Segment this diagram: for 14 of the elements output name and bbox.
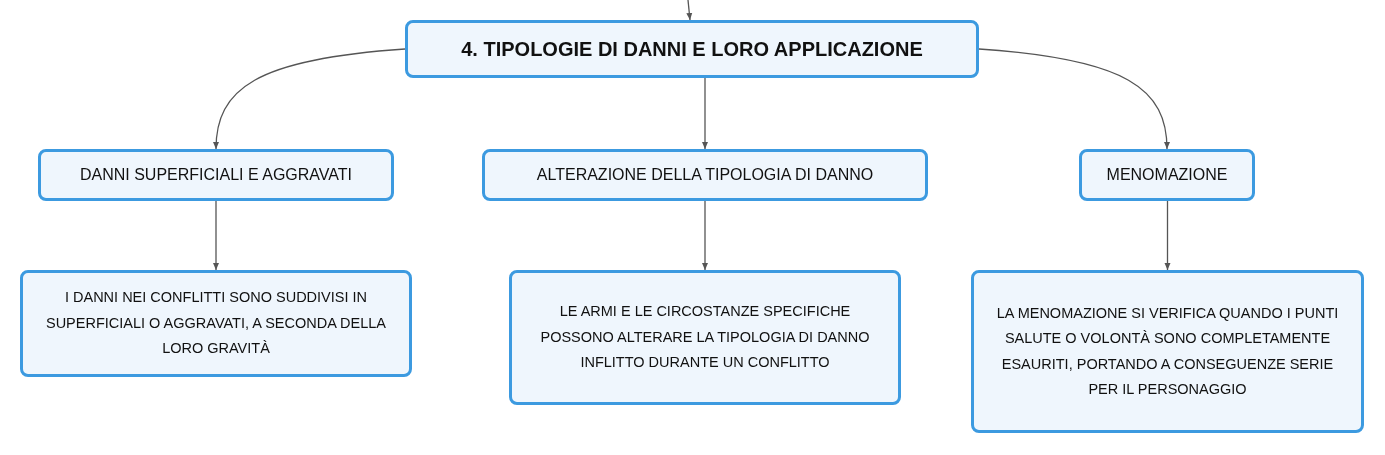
description-box: I DANNI NEI CONFLITTI SONO SUDDIVISI IN SUPERFICIALI O AGGRAVATI, A SECONDA DELLA LORO GRAVITÀ <box>20 270 412 377</box>
subtopic-box: ALTERAZIONE DELLA TIPOLOGIA DI DANNO <box>482 149 928 201</box>
connector-arrow <box>1164 200 1171 271</box>
connector-arrow <box>978 48 1170 150</box>
description-box: LE ARMI E LE CIRCOSTANZE SPECIFICHE POSSONO ALTERARE LA TIPOLOGIA DI DANNO INFLITTO DURANTE UN CONFLITTO <box>509 270 901 405</box>
subtopic-box: MENOMAZIONE <box>1079 149 1255 201</box>
connector-arrow <box>213 200 219 271</box>
subtopic-box: DANNI SUPERFICIALI E AGGRAVATI <box>38 149 394 201</box>
connector-arrow <box>686 0 693 21</box>
description-box: LA MENOMAZIONE SI VERIFICA QUANDO I PUNTI SALUTE O VOLONTÀ SONO COMPLETAMENTE ESAURITI, PORTANDO A CONSEGUENZE SERIE PER IL PERSONAGGIO <box>971 270 1364 433</box>
connector-arrow <box>213 48 406 150</box>
connector-arrow <box>702 200 708 271</box>
topic-box: 4. TIPOLOGIE DI DANNI E LORO APPLICAZIONE <box>405 20 979 78</box>
connector-arrow <box>702 77 708 150</box>
